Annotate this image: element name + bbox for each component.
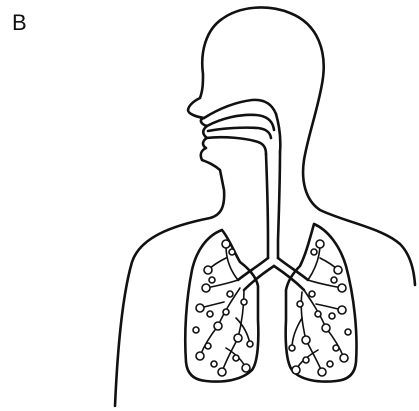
right-bronchial-tree xyxy=(292,244,344,372)
trachea-right-wall xyxy=(278,152,280,258)
body-outline xyxy=(115,7,415,406)
panel-label: B xyxy=(12,12,27,34)
right-alveoli xyxy=(289,240,351,376)
oral-cavity xyxy=(206,137,266,154)
pharynx-back-wall xyxy=(276,114,280,152)
right-bronchus-lower xyxy=(274,266,304,290)
trachea-left-wall xyxy=(266,154,268,258)
